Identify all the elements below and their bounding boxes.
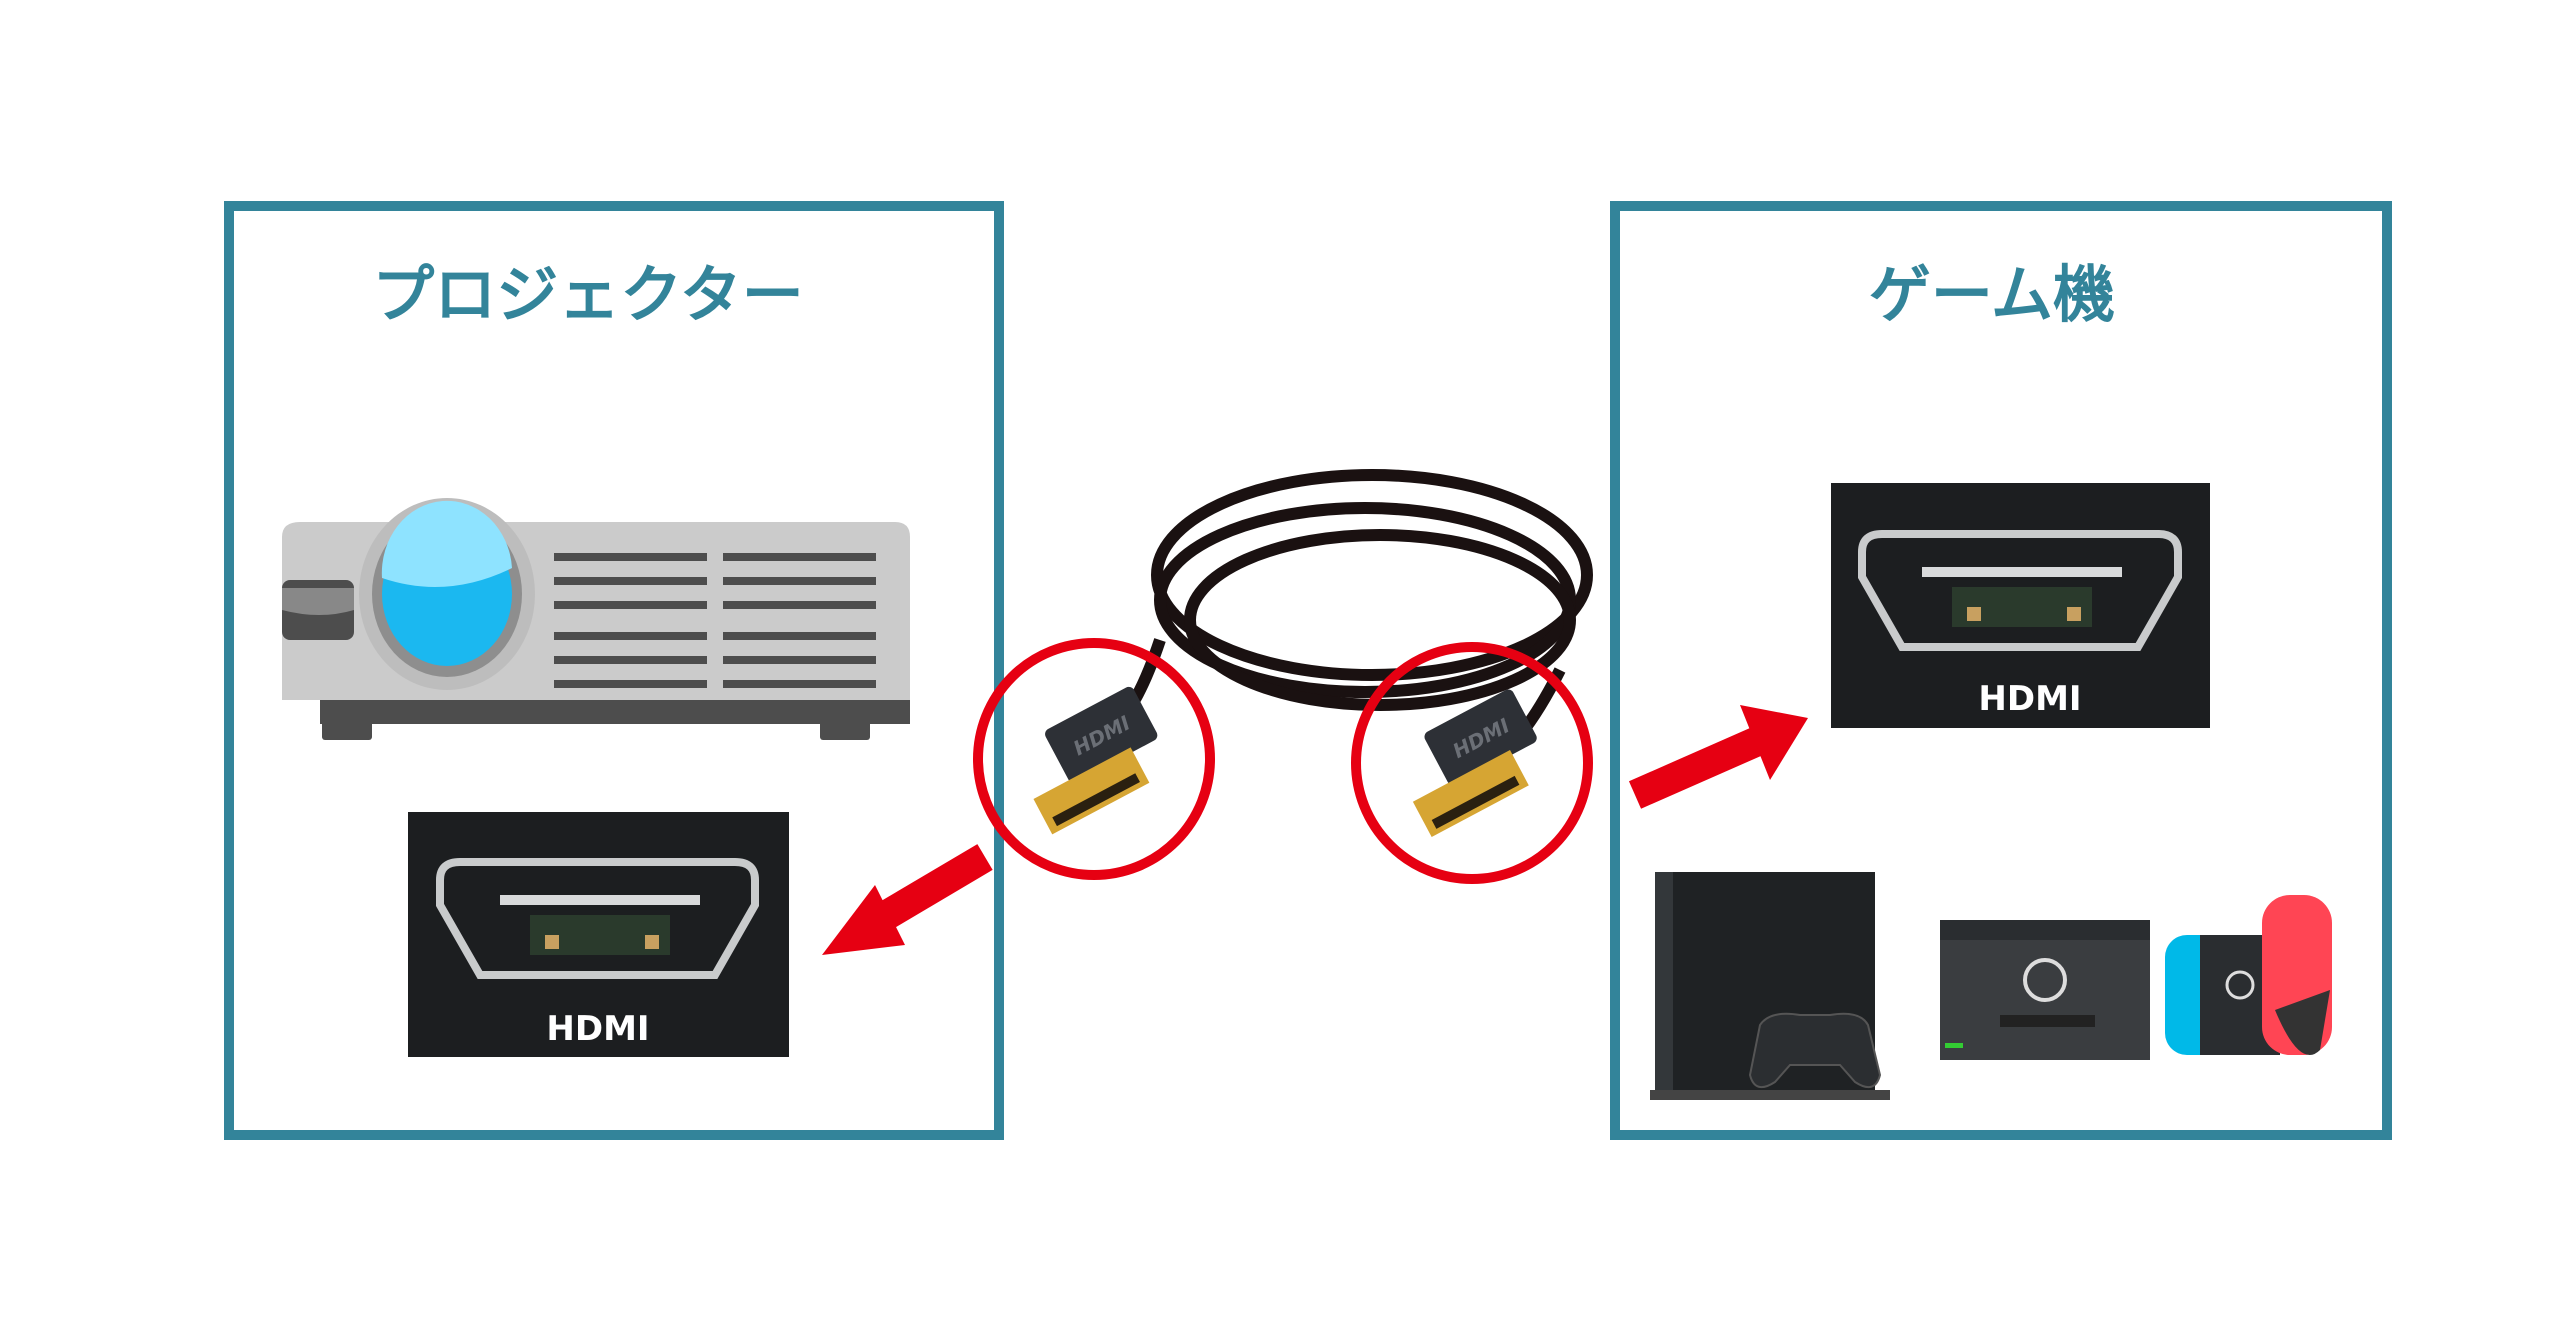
highlight-circle-left	[973, 638, 1215, 880]
projector-title: プロジェクター	[372, 258, 804, 331]
projector-icon	[282, 498, 910, 740]
hdmi-cable	[1115, 469, 1593, 739]
switch-console-icon	[1940, 895, 2332, 1060]
playstation-console-icon	[1650, 872, 1890, 1100]
game-console-frame	[1610, 201, 2392, 1140]
arrow-to-game-console	[1628, 705, 1808, 809]
highlight-circle-right	[1351, 642, 1593, 884]
arrow-to-projector	[822, 844, 993, 955]
projector-panel: プロジェクター	[224, 201, 1004, 1140]
game-console-panel: ゲーム機 HDMI	[1610, 201, 2392, 1140]
projector-port-label: HDMI	[546, 1009, 649, 1049]
hdmi-plug-left: HDMI	[1033, 686, 1158, 835]
game-console-port-label: HDMI	[1978, 679, 2081, 719]
game-console-title: ゲーム機	[1869, 258, 2115, 331]
projector-frame	[224, 201, 1004, 1140]
game-console-hdmi-port: HDMI	[1831, 483, 2210, 728]
projector-hdmi-port: HDMI	[408, 812, 789, 1057]
hdmi-plug-right: HDMI	[1412, 689, 1537, 838]
